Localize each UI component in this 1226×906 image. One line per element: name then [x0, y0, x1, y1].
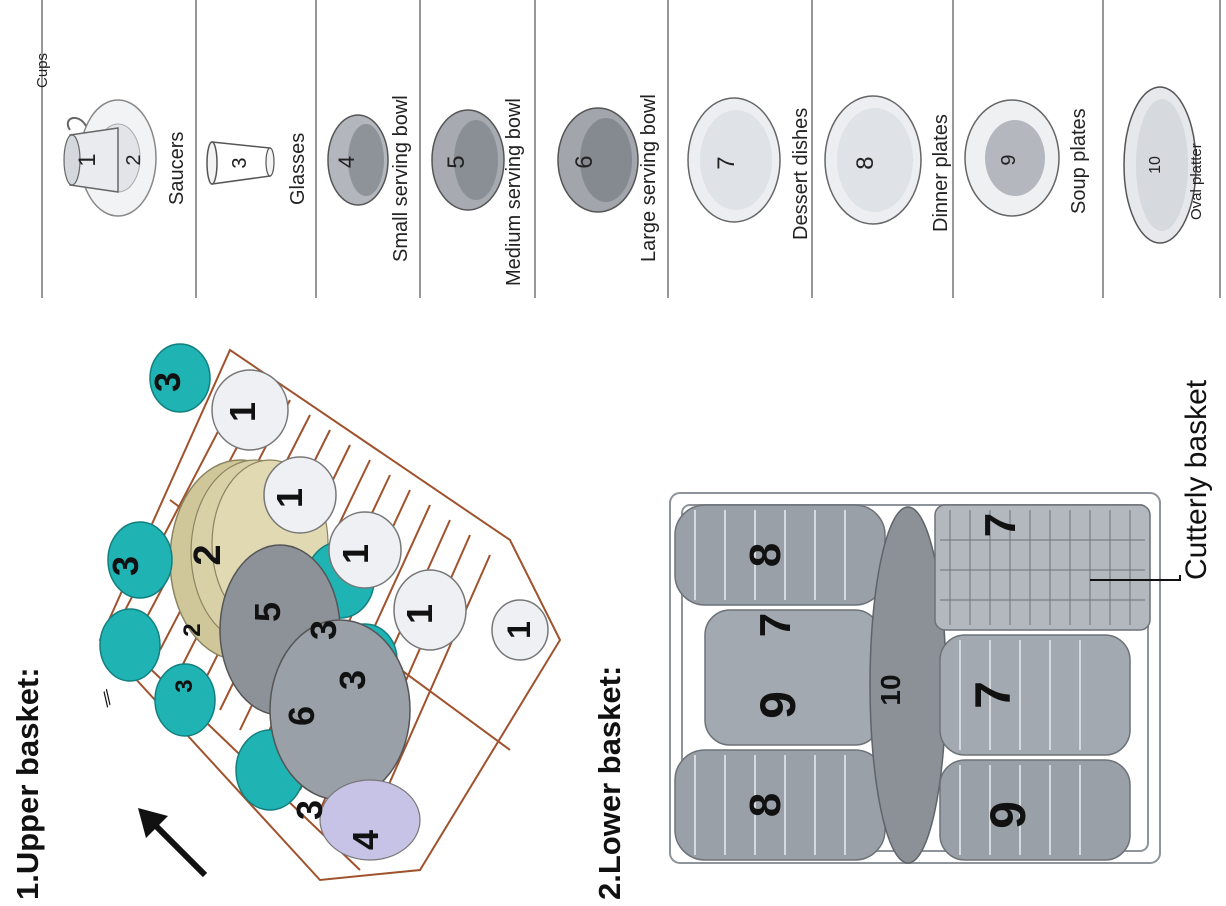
large-bowl-icon	[557, 107, 639, 213]
upper-marker: 3	[332, 670, 373, 690]
lower-basket-illustration: 8 8 7 7 7 9 9 10	[669, 492, 1181, 864]
legend-label-dinner-plates: Dinner plates	[930, 114, 952, 232]
upper-marker: 3	[105, 556, 146, 576]
dinner-plate-number: 8	[852, 156, 879, 169]
cutlery-basket	[934, 504, 1151, 631]
dessert-dish-number: 7	[713, 156, 740, 169]
small-bowl-number: 4	[334, 156, 359, 168]
medium-bowl-number: 5	[443, 155, 470, 168]
legend-label-small-bowl: Small serving bowl	[390, 95, 412, 262]
lower-marker: 9	[980, 801, 1036, 829]
plate-stacks	[674, 504, 1131, 864]
lower-marker: 8	[741, 793, 790, 817]
medium-bowl-icon	[431, 109, 505, 211]
lower-marker: 9	[750, 691, 806, 719]
dinner-plate-icon	[824, 95, 922, 225]
cutlery-leader-line	[1090, 575, 1181, 581]
saucer-number: 2	[123, 154, 145, 165]
upper-marker: 1	[222, 402, 263, 422]
small-bowl-icon	[327, 114, 389, 206]
cup-row	[211, 369, 549, 661]
upper-marker: 1	[501, 621, 537, 639]
upper-marker: 1	[335, 544, 376, 564]
legend-label-oval-platter: Oval platter	[1188, 143, 1205, 220]
legend-label-saucers: Saucers	[166, 131, 188, 205]
legend-label-medium-bowl: Medium serving bowl	[503, 98, 525, 286]
legend-label-large-bowl: Large serving bowl	[638, 94, 660, 262]
legend-label-soup-plates: Soup plates	[1068, 108, 1090, 214]
oval-platter-icon	[1123, 86, 1197, 244]
lower-marker: 7	[965, 681, 1021, 709]
upper-marker: 5	[247, 602, 288, 622]
legend-strip: 1 2 3 4 5 6 7	[41, 0, 1221, 298]
glass-icon	[206, 141, 275, 185]
legend-label-cups: Cups	[34, 52, 51, 88]
lower-marker: 7	[976, 513, 1025, 537]
upper-marker: 1	[269, 488, 310, 508]
lower-marker: 8	[741, 543, 790, 567]
legend-label-glasses: Glasses	[287, 132, 309, 205]
upper-marker: 2	[187, 544, 229, 565]
dessert-dish-icon	[687, 97, 781, 223]
soup-plate-number: 9	[998, 154, 1020, 165]
glass-number: 3	[229, 157, 251, 168]
large-bowl-number: 6	[571, 155, 598, 168]
upper-marker: 3	[303, 620, 344, 640]
upper-marker: 1	[399, 604, 440, 624]
upper-basket-illustration: 1 1 1 1 1 2 2 3 3 3 3 3 3 4 5 6 ⁄⁄	[94, 343, 562, 882]
soup-plate-icon	[964, 99, 1060, 217]
upper-marker: 3	[289, 800, 330, 820]
svg-text:⁄⁄: ⁄⁄	[94, 686, 120, 712]
upper-marker: 6	[281, 706, 322, 726]
bowls-group	[219, 544, 421, 861]
upper-marker: 3	[147, 372, 188, 392]
plate-ridges	[694, 510, 1081, 855]
lower-marker: 10	[875, 674, 906, 705]
upper-marker: 3	[171, 679, 198, 692]
oval-platter-number: 10	[1147, 156, 1164, 174]
cup-number: 1	[74, 153, 101, 166]
upper-marker: 4	[345, 830, 386, 850]
cutlery-basket-label: Cutterly basket	[1180, 379, 1213, 580]
upper-marker: 2	[179, 623, 206, 636]
legend-label-dessert-dishes: Dessert dishes	[790, 107, 812, 240]
lower-marker: 7	[751, 613, 800, 637]
cup-icon	[63, 116, 119, 193]
